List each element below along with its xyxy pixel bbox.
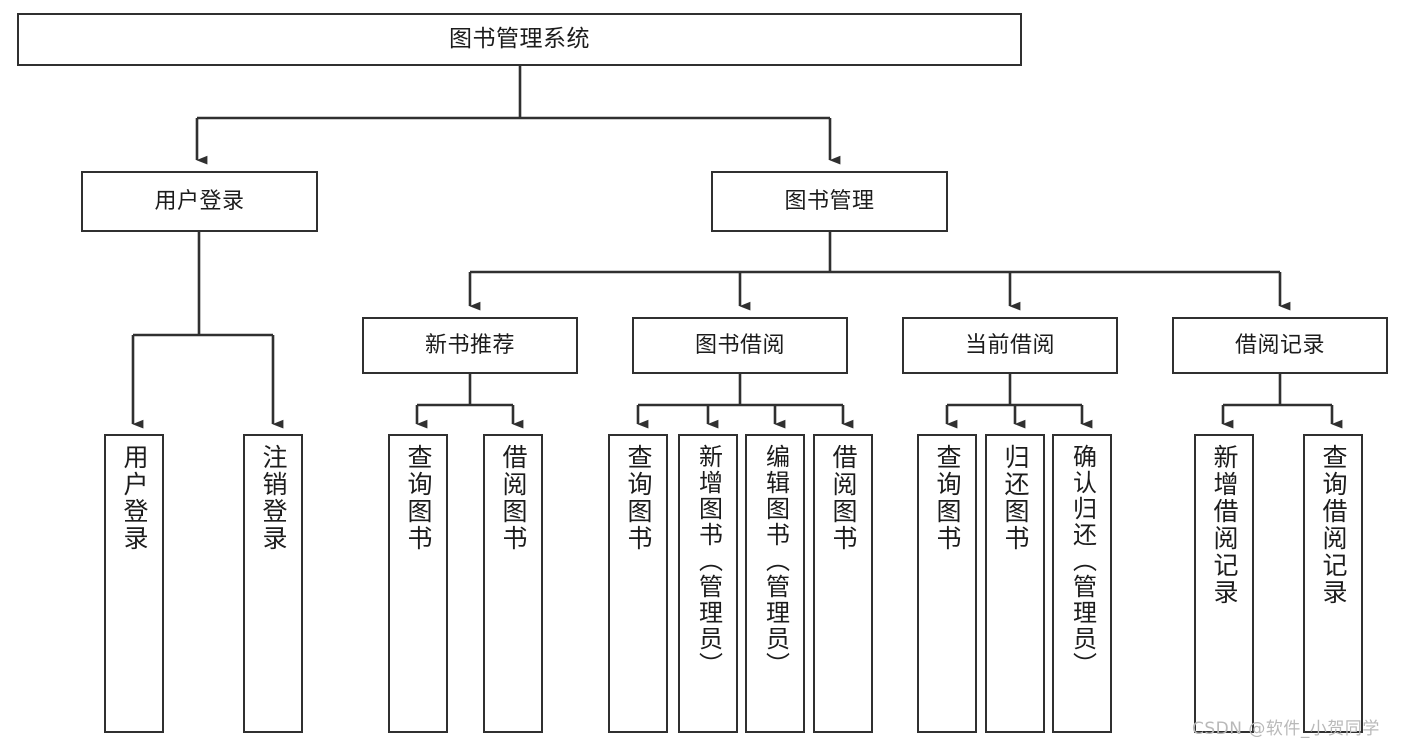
leaf-edit-book[interactable]: 编辑图书（管理员）	[745, 434, 805, 733]
node-label: 查询图书	[624, 444, 653, 552]
leaf-user-login[interactable]: 用户登录	[104, 434, 164, 733]
leaf-borrow-book[interactable]: 借阅图书	[813, 434, 873, 733]
node-new-book-recommend[interactable]: 新书推荐	[362, 317, 578, 374]
node-label: 图书借阅	[694, 332, 785, 358]
node-label: 新增图书（管理员）	[694, 444, 723, 678]
node-label: 图书管理	[784, 188, 875, 214]
node-label: 用户登录	[120, 444, 149, 552]
node-label: 借阅图书	[499, 444, 528, 552]
node-label: 查询图书	[404, 444, 433, 552]
leaf-return-book[interactable]: 归还图书	[985, 434, 1045, 733]
node-root-system[interactable]: 图书管理系统	[17, 13, 1022, 66]
node-label: 归还图书	[1001, 444, 1030, 552]
node-label: 查询借阅记录	[1319, 444, 1348, 606]
node-label: 借阅图书	[829, 444, 858, 552]
node-label: 新增借阅记录	[1210, 444, 1239, 606]
node-label: 新书推荐	[424, 332, 515, 358]
node-borrow-record[interactable]: 借阅记录	[1172, 317, 1388, 374]
node-label: 当前借阅	[964, 332, 1055, 358]
node-user-login[interactable]: 用户登录	[81, 171, 318, 232]
leaf-query-book-current[interactable]: 查询图书	[917, 434, 977, 733]
node-label: 图书管理系统	[449, 26, 590, 53]
leaf-add-book[interactable]: 新增图书（管理员）	[678, 434, 738, 733]
watermark-text: CSDN @软件_小贺同学	[1192, 719, 1380, 739]
node-current-borrow[interactable]: 当前借阅	[902, 317, 1118, 374]
node-label: 确认归还（管理员）	[1068, 444, 1097, 678]
node-label: 借阅记录	[1234, 332, 1325, 358]
leaf-query-book-borrow[interactable]: 查询图书	[608, 434, 668, 733]
leaf-logout-login[interactable]: 注销登录	[243, 434, 303, 733]
leaf-query-borrow-record[interactable]: 查询借阅记录	[1303, 434, 1363, 733]
node-book-borrow[interactable]: 图书借阅	[632, 317, 848, 374]
leaf-confirm-return[interactable]: 确认归还（管理员）	[1052, 434, 1112, 733]
leaf-add-borrow-record[interactable]: 新增借阅记录	[1194, 434, 1254, 733]
node-book-management[interactable]: 图书管理	[711, 171, 948, 232]
node-label: 查询图书	[933, 444, 962, 552]
leaf-borrow-book-recommend[interactable]: 借阅图书	[483, 434, 543, 733]
leaf-query-book-recommend[interactable]: 查询图书	[388, 434, 448, 733]
node-label: 编辑图书（管理员）	[761, 444, 790, 678]
node-label: 注销登录	[259, 444, 288, 552]
node-label: 用户登录	[154, 188, 245, 214]
